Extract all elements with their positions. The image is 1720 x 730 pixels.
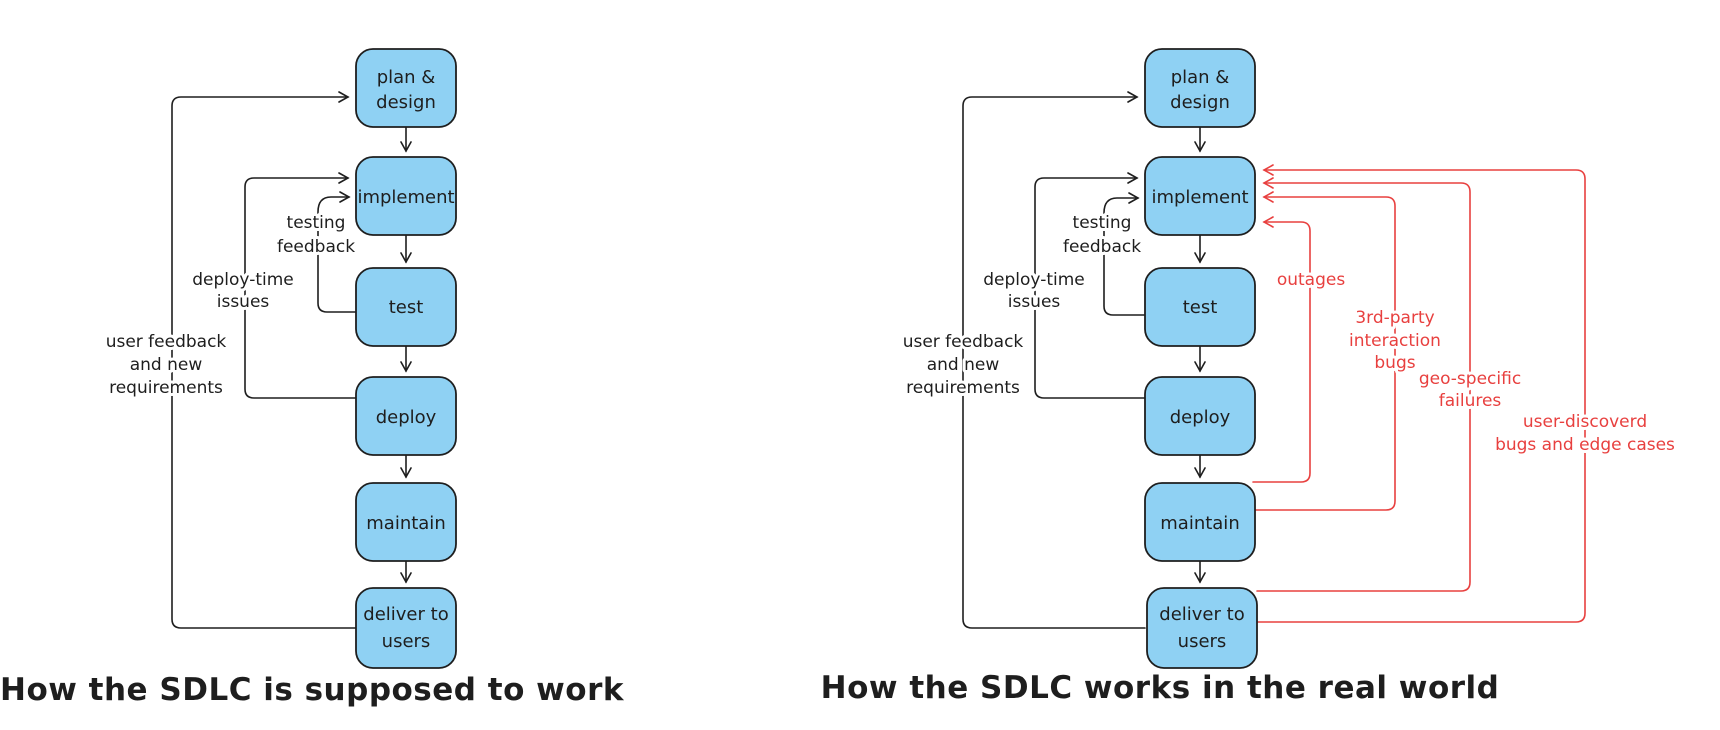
left-caption: How the SDLC is supposed to work: [0, 672, 625, 708]
left-node-label-deliver-to: deliver to: [363, 604, 448, 625]
right-node-deliver: [1146, 587, 1258, 669]
right-node-plan-design: [1144, 48, 1256, 128]
left-node-label-test: test: [389, 297, 424, 318]
left-arrow-deploy-time-loop: [244, 172, 357, 399]
right-arrow-third-party-bugs: [1254, 191, 1396, 511]
failure-label-bugs: bugs: [1374, 353, 1415, 373]
right-node-label-maintain: maintain: [1160, 513, 1239, 534]
left-node-deliver: [355, 587, 457, 669]
right-arrow-user-feedback-loop: [962, 91, 1146, 629]
left-node-implement: [355, 156, 457, 236]
right-node-implement: [1144, 156, 1256, 236]
left-edge-label-feedback: feedback: [277, 237, 355, 257]
right-edge-label-requirements: requirements: [906, 378, 1020, 398]
left-arrow-testing-feedback-loop: [317, 191, 357, 313]
right-node-maintain: [1144, 482, 1256, 562]
left-edge-label-user-feedback: user feedback: [106, 332, 227, 352]
right-arrow-geo-specific-failures: [1256, 177, 1471, 592]
left-node-label-implement: implement: [357, 187, 454, 208]
right-node-test: [1144, 267, 1256, 347]
left-node-label-plan: plan &: [377, 67, 436, 88]
right-node-label-test: test: [1183, 297, 1218, 318]
left-arrow-user-feedback-loop: [171, 91, 357, 629]
left-edge-label-issues: issues: [217, 292, 270, 312]
right-node-deploy: [1144, 376, 1256, 456]
left-diagram: plan & design implement test deploy main…: [0, 48, 625, 708]
left-node-deploy: [355, 376, 457, 456]
right-node-label-deliver-to: deliver to: [1159, 604, 1244, 625]
right-node-label-implement: implement: [1151, 187, 1248, 208]
left-node-plan-design: [355, 48, 457, 128]
right-node-label-deploy: deploy: [1170, 407, 1231, 428]
left-edge-label-testing: testing: [287, 213, 346, 233]
failure-label-user-discovered: user-discoverd: [1523, 412, 1647, 432]
right-edge-label-deploy-time: deploy-time: [983, 270, 1084, 290]
right-arrow-deploy-time-loop: [1034, 172, 1146, 399]
right-edge-label-testing: testing: [1073, 213, 1132, 233]
right-arrow-user-discovered-bugs: [1256, 164, 1586, 623]
failure-label-interaction: interaction: [1349, 331, 1441, 351]
right-arrow-testing-feedback-loop: [1103, 192, 1146, 316]
left-node-label-design: design: [376, 92, 436, 113]
left-edge-label-deploy-time: deploy-time: [192, 270, 293, 290]
right-edge-label-feedback: feedback: [1063, 237, 1141, 257]
right-node-label-design: design: [1170, 92, 1230, 113]
left-node-label-deploy: deploy: [376, 407, 437, 428]
failure-label-3rd-party: 3rd-party: [1355, 308, 1434, 328]
left-node-test: [355, 267, 457, 347]
left-node-label-maintain: maintain: [366, 513, 445, 534]
left-edge-label-and-new: and new: [130, 355, 203, 375]
right-diagram: plan & design implement test deploy main…: [821, 48, 1678, 706]
failure-label-geo-specific: geo-specific: [1419, 369, 1521, 389]
right-arrow-outages: [1252, 216, 1311, 483]
left-node-maintain: [355, 482, 457, 562]
left-edge-label-requirements: requirements: [109, 378, 223, 398]
right-edge-label-user-feedback: user feedback: [903, 332, 1024, 352]
failure-label-bugs-edge-cases: bugs and edge cases: [1495, 435, 1675, 455]
failure-label-outages: outages: [1277, 270, 1346, 290]
right-caption: How the SDLC works in the real world: [821, 670, 1500, 706]
failure-label-failures: failures: [1439, 391, 1502, 411]
right-node-label-plan: plan &: [1171, 67, 1230, 88]
right-node-label-users: users: [1178, 631, 1227, 652]
right-edge-label-and-new: and new: [927, 355, 1000, 375]
right-edge-label-issues: issues: [1008, 292, 1061, 312]
left-node-label-users: users: [382, 631, 431, 652]
